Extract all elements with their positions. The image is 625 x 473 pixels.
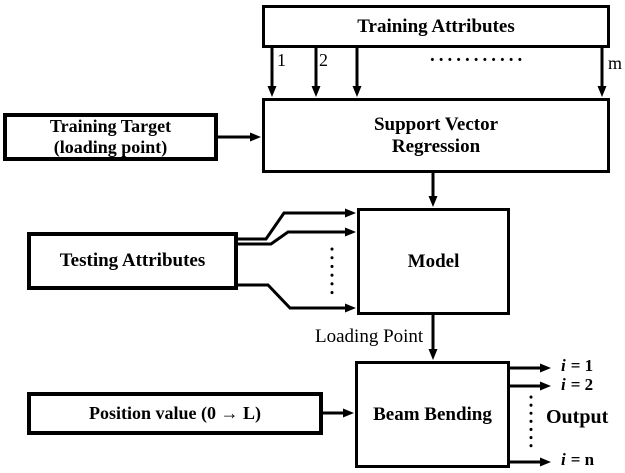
output-1-value: = 1: [570, 356, 594, 375]
output-n-symbol: i: [561, 450, 566, 469]
training-target-label-line1: Training Target: [49, 116, 172, 137]
arrow-testing-to-model-2: [238, 227, 356, 246]
model-label: Model: [407, 250, 460, 272]
testing-attributes-box: Testing Attributes: [27, 232, 238, 290]
svr-label-line2: Regression: [391, 135, 481, 157]
beam-bending-label: Beam Bending: [373, 403, 492, 425]
output-1-symbol: i: [561, 356, 566, 375]
training-target-box: Training Target (loading point): [3, 113, 218, 161]
attribute-index-1-label: 1: [277, 50, 286, 70]
output-index-n-label: i = n: [561, 450, 594, 470]
output-2-value: = 2: [570, 375, 594, 394]
arrow-testing-to-model-1: [238, 208, 356, 241]
attribute-index-m-label: m: [608, 53, 623, 73]
output-heading-label: Output: [546, 406, 609, 428]
model-box: Model: [357, 208, 510, 315]
position-value-label: Position value (0 → L): [88, 403, 261, 424]
testing-attributes-label: Testing Attributes: [59, 250, 206, 272]
beam-bending-box: Beam Bending: [355, 361, 510, 468]
arrow-testing-to-model-n: [238, 283, 356, 313]
output-index-1-label: i = 1: [561, 356, 593, 376]
output-2-symbol: i: [561, 375, 566, 394]
attribute-index-2-label: 2: [319, 50, 328, 70]
loading-point-label: Loading Point: [315, 326, 424, 347]
position-value-box: Position value (0 → L): [27, 392, 323, 435]
output-n-value: = n: [570, 450, 595, 469]
support-vector-regression-box: Support Vector Regression: [262, 98, 610, 173]
output-index-2-label: i = 2: [561, 375, 593, 395]
attribute-ellipsis: ...........: [430, 45, 527, 66]
training-attributes-label: Training Attributes: [357, 15, 515, 37]
training-target-label-line2: (loading point): [53, 137, 168, 157]
training-attributes-box: Training Attributes: [262, 5, 610, 48]
svr-label-line1: Support Vector: [373, 113, 499, 135]
